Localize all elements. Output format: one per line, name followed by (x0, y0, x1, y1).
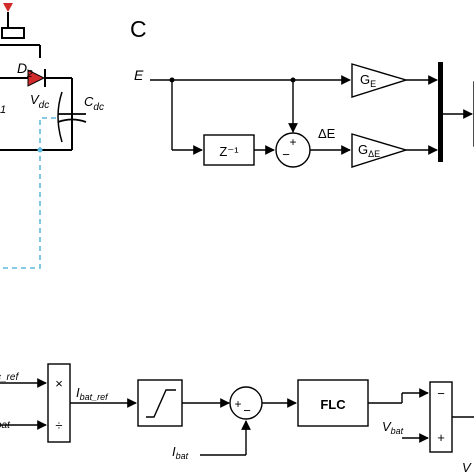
ibat-ref-label: Ibat_ref (76, 385, 109, 402)
sum-plus: + (234, 397, 241, 411)
battery-control-chain: c_ref bat × ÷ Ibat_ref + − Ibat FLC Vbat… (0, 363, 474, 474)
v-output-fragment: V (462, 460, 472, 474)
multiply-symbol: × (55, 376, 63, 391)
delay-label: Z⁻¹ (219, 144, 239, 159)
circuit-fragment: D2 1 Vdc Cdc (0, 3, 104, 269)
mux-bar (438, 62, 443, 162)
gain-de-label: GΔE (358, 142, 380, 159)
sum-block-plus: + (437, 430, 445, 445)
diode-label: D2 (17, 60, 33, 80)
sum-minus: − (243, 403, 251, 418)
capacitor-plate (57, 118, 87, 123)
flc-block (297, 379, 369, 427)
gain-de-block (351, 133, 409, 168)
dashed-signal-line (0, 117, 56, 269)
input-e-label: E (134, 67, 144, 83)
red-arrow-icon (3, 3, 13, 12)
delay-block (203, 134, 255, 166)
vbat-label: Vbat (382, 419, 404, 436)
gain-e-block (351, 63, 409, 98)
switch-body (1, 27, 25, 39)
ref-input-label: c_ref (0, 372, 19, 383)
panel-letter: C (130, 16, 147, 42)
ibat-label: Ibat (172, 444, 189, 461)
saturation-icon (146, 389, 176, 418)
diode-icon (27, 69, 46, 87)
sum-plus: + (289, 135, 296, 149)
panel-c: C E Z⁻¹ + − ΔE GE GΔE (130, 16, 474, 168)
gain-e-label: GE (360, 72, 376, 89)
sum-minus: − (282, 147, 290, 162)
fragment-label-1: 1 (0, 104, 6, 116)
delta-e-label: ΔE (318, 126, 336, 141)
divide-symbol: ÷ (55, 418, 62, 433)
cap-name-label: Cdc (84, 94, 104, 113)
voltage-bracket (57, 91, 63, 143)
sum-block-minus: − (437, 386, 445, 401)
junction-dot (37, 147, 43, 153)
cap-voltage-label: Vdc (30, 92, 49, 111)
flc-label: FLC (320, 397, 346, 412)
